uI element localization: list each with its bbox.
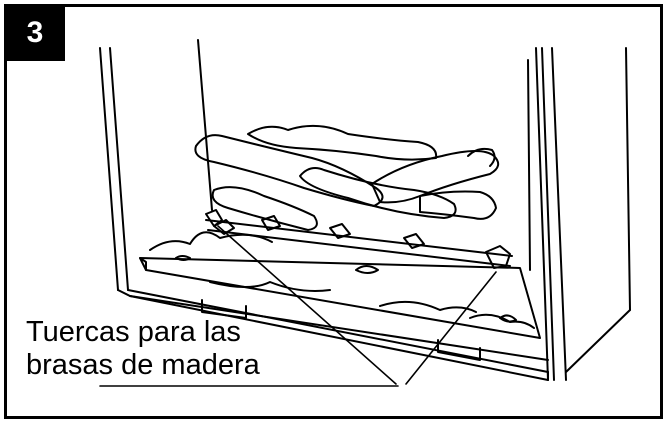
step-number-badge: 3: [5, 5, 65, 61]
callout-label: Tuercas para las brasas de madera: [26, 316, 356, 382]
grate-rail: [205, 219, 513, 267]
left-side-wall: [99, 39, 213, 291]
ember-nuts: [205, 209, 511, 269]
logs: [194, 124, 500, 231]
callout-leaders: [99, 225, 497, 387]
firebox-base: [117, 289, 631, 381]
right-side-wall: [527, 47, 631, 381]
callout-label-line-2: brasas de madera: [26, 349, 260, 381]
callout-label-line-1: Tuercas para las: [26, 316, 241, 348]
